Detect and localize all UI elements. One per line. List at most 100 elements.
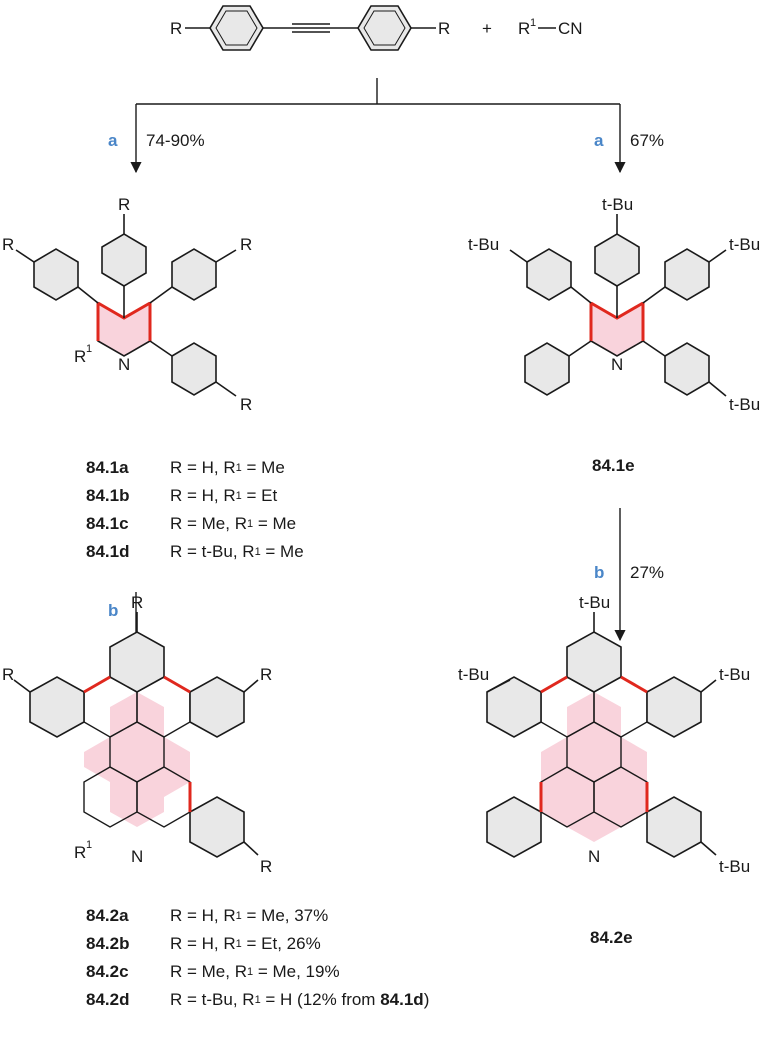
substituent-text: R = Me, R — [170, 962, 247, 981]
substituent-rest: = Me, 19% — [253, 962, 340, 981]
yield-a-right: 67% — [630, 131, 664, 150]
superscript: 1 — [235, 910, 242, 922]
pah-left: R R R R R 1 N — [2, 593, 272, 876]
ring-top — [109, 631, 165, 693]
substituent-rest: = Me — [241, 458, 285, 477]
ring-bottom-right — [646, 796, 702, 858]
compound-code: 84.2a — [86, 906, 129, 925]
compound-code: 84.1b — [86, 486, 130, 505]
pah-left-r-left: R — [2, 665, 14, 684]
reagent-r-right: R — [438, 19, 450, 38]
aryl-ring-top — [101, 233, 147, 287]
superscript: 1 — [254, 546, 261, 558]
code-84-1e: 84.1e — [592, 456, 635, 475]
code-84-2e: 84.2e — [590, 928, 633, 947]
pah-left-n: N — [131, 847, 143, 866]
substituent-text: R = Me, R — [170, 514, 247, 533]
pah-right-tbu-bottom: t-Bu — [719, 857, 750, 876]
pah-right-tbu-left: t-Bu — [458, 665, 489, 684]
ring-top — [566, 631, 622, 693]
reference-code: 84.1d — [380, 990, 424, 1009]
pyridine-left-r1: R — [74, 347, 86, 366]
step-b-left: b — [108, 601, 118, 620]
pyridine-left-r-left: R — [2, 235, 14, 254]
compound-code: 84.1a — [86, 458, 129, 477]
pyridine-right-tbu-right: t-Bu — [729, 235, 760, 254]
substituent-text: R = H, R — [170, 458, 236, 477]
step-b-right: b — [594, 563, 604, 582]
compound-code: 84.2d — [86, 990, 130, 1009]
aryl-ring-right — [171, 248, 217, 301]
pah-right: t-Bu t-Bu t-Bu t-Bu N — [458, 593, 750, 876]
pah-core — [541, 692, 647, 842]
reagent-r-left: R — [170, 19, 182, 38]
aryl-ring-right — [664, 248, 710, 301]
svg-text:CN: CN — [558, 19, 583, 38]
pyridine-left-r-top: R — [118, 195, 130, 214]
ring-left — [486, 676, 542, 738]
step-a-right: a — [594, 131, 604, 150]
yield-a-left: 74-90% — [146, 131, 205, 150]
pyridine-right: t-Bu t-Bu t-Bu t-Bu N — [468, 195, 760, 414]
aryl-ring-bottom — [664, 342, 710, 396]
pyridine-left-n: N — [118, 355, 130, 374]
diarylalkyne: R R — [170, 5, 450, 51]
svg-text:1: 1 — [86, 839, 92, 851]
superscript: 1 — [235, 462, 242, 474]
compound-code: 84.1d — [86, 542, 130, 561]
substituent-text: R = t-Bu, R — [170, 542, 255, 561]
aryl-ring-top — [594, 233, 640, 287]
substituent-rest: = Me — [253, 514, 297, 533]
compound-code: 84.2b — [86, 934, 130, 953]
superscript: 1 — [235, 938, 242, 950]
ring-right — [646, 676, 702, 738]
ring-bottom-left — [486, 796, 542, 858]
ring-right — [189, 676, 245, 738]
aryl-ring-bottom — [171, 342, 217, 396]
plus-sign: + — [482, 19, 492, 38]
pyridine-right-tbu-top: t-Bu — [602, 195, 633, 214]
substituent-rest: = Et — [241, 486, 278, 505]
pah-left-r-top: R — [131, 593, 143, 612]
superscript: 1 — [254, 994, 261, 1006]
benzene-ring-left — [209, 5, 264, 51]
benzene-ring-right — [357, 5, 412, 51]
pah-right-tbu-right: t-Bu — [719, 665, 750, 684]
compound-code: 84.2c — [86, 962, 129, 981]
aryl-ring-left — [33, 248, 79, 301]
svg-text:R: R — [518, 19, 530, 38]
svg-text:1: 1 — [86, 343, 92, 355]
pyridine-right-tbu-bottom: t-Bu — [729, 395, 760, 414]
superscript: 1 — [235, 490, 242, 502]
closing-paren: ) — [423, 990, 430, 1009]
pyridine-left-r-bottom: R — [240, 395, 252, 414]
step-a-left: a — [108, 131, 118, 150]
substituent-rest: = H (12% from — [260, 990, 381, 1009]
substituent-rest: = Et, 26% — [241, 934, 321, 953]
svg-text:1: 1 — [530, 17, 536, 29]
substituent-rest: = Me, 37% — [241, 906, 329, 925]
pah-right-tbu-top: t-Bu — [579, 593, 610, 612]
nitrile: R 1 CN — [518, 17, 583, 38]
pyridine-left: R R R R R 1 N — [2, 195, 252, 414]
pah-left-r-right: R — [260, 665, 272, 684]
branch-connector — [130, 78, 626, 174]
superscript: 1 — [247, 518, 254, 530]
pyridine-right-n: N — [611, 355, 623, 374]
pah-left-r-bottom: R — [260, 857, 272, 876]
pah-right-n: N — [588, 847, 600, 866]
pyridine-right-tbu-left: t-Bu — [468, 235, 499, 254]
superscript: 1 — [247, 966, 254, 978]
pyridine-left-r-right: R — [240, 235, 252, 254]
